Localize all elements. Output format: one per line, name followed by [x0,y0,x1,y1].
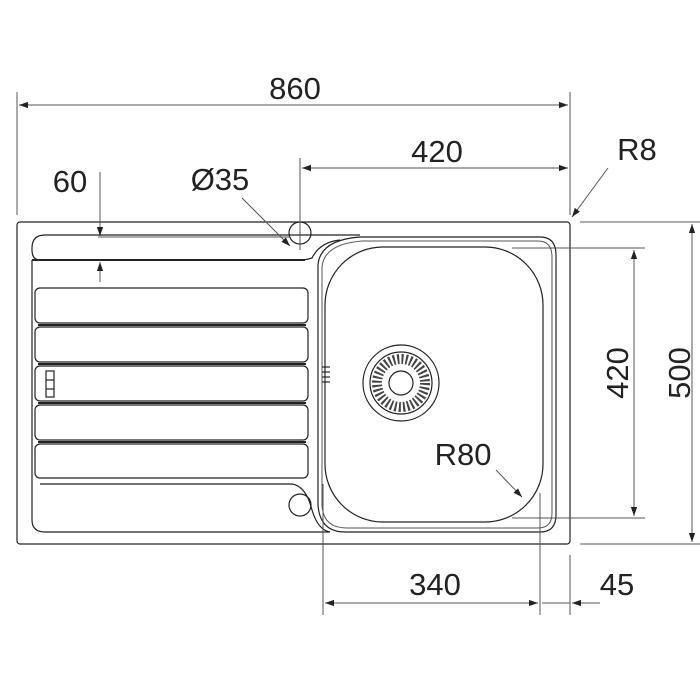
sink-outer-outline [16,221,571,545]
dim-corner-radius: R8 [617,132,657,167]
rib [34,326,309,363]
dim-overall-width: 860 [269,71,321,106]
dim-bowl-offset: 420 [411,134,463,169]
rib [34,404,309,441]
bowl-inner [324,246,544,523]
accessory-hole [288,493,312,517]
drainer-outline [31,234,360,533]
dim-overall-depth: 500 [662,347,697,399]
dim-drainer-edge: 60 [53,164,87,199]
overflow-ticks [322,366,330,383]
drainer-ribs [34,287,309,479]
overflow-slot-icon [45,370,55,398]
bowl-rim-inner [321,240,553,529]
dim-tap-hole: Ø35 [191,162,250,197]
dim-bowl-width: 340 [409,567,461,602]
rib [34,287,309,324]
dim-bowl-length: 420 [600,347,635,399]
rib [34,443,309,479]
drain-strainer-icon [362,344,440,422]
rib [34,365,309,402]
dim-rim-margin: 45 [600,567,634,602]
dim-bowl-radius: R80 [435,437,492,472]
bowl-rim [317,236,557,533]
